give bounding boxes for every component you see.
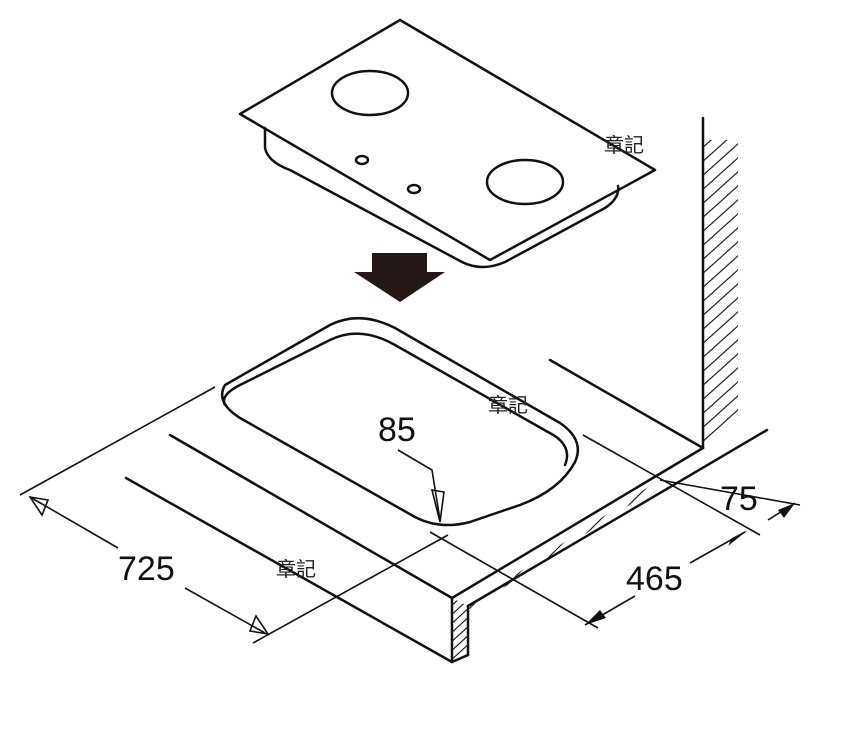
hatch-line	[704, 352, 738, 386]
hatch-line	[468, 432, 740, 610]
hatch-line	[704, 212, 738, 246]
dimension-lines	[19, 386, 801, 644]
dimension-725: 725	[118, 550, 175, 588]
hatch-line	[704, 282, 738, 316]
hatch-line	[468, 432, 740, 605]
hatch-line	[468, 432, 740, 521]
hatch-line	[468, 432, 740, 591]
hatch-line	[452, 622, 468, 646]
hatch-line	[704, 380, 738, 414]
cooktop-underside	[263, 126, 620, 269]
dimension-465: 465	[626, 560, 683, 598]
hatch-line	[704, 338, 738, 372]
hatch-line	[452, 631, 468, 655]
cooktop	[238, 18, 657, 269]
hatch-line	[704, 254, 738, 288]
burner-right	[485, 158, 565, 206]
hatch-line	[704, 324, 738, 358]
hatch-line	[704, 156, 738, 190]
hatch-line	[704, 226, 738, 260]
hatch-line	[468, 432, 740, 610]
hatch-line	[452, 598, 468, 619]
cooktop-glass-top	[238, 18, 657, 262]
hatch-line	[704, 184, 738, 218]
hatch-line	[468, 432, 740, 535]
hatch-line	[704, 142, 738, 176]
knob-right	[406, 183, 422, 195]
burner-left	[330, 69, 410, 117]
countertop	[124, 358, 769, 664]
hatch-line	[452, 613, 468, 637]
hatch-line	[452, 604, 468, 628]
knob-left	[354, 154, 370, 166]
hatch-line	[704, 140, 728, 162]
countertop-cutout	[220, 316, 580, 527]
hatch-line	[468, 432, 740, 577]
hatch-line	[704, 310, 738, 344]
dimension-85: 85	[378, 411, 416, 449]
hatch-line	[704, 240, 738, 274]
hatch-line	[704, 170, 738, 204]
hatch-line	[468, 432, 740, 610]
down-arrow-icon	[354, 253, 445, 302]
hatch-line	[452, 640, 468, 662]
dimension-75: 75	[720, 480, 758, 518]
hatch-line	[704, 268, 738, 302]
wall	[701, 116, 738, 450]
hatch-line	[704, 140, 713, 148]
hatch-line	[704, 408, 738, 442]
watermark-1: 章記	[604, 133, 644, 157]
watermark-2: 章記	[488, 393, 528, 417]
hatch-line	[704, 366, 738, 400]
hatch-line	[704, 296, 738, 330]
hatch-line	[704, 394, 738, 428]
watermark-3: 章記	[276, 557, 316, 581]
hatch-line	[704, 198, 738, 232]
